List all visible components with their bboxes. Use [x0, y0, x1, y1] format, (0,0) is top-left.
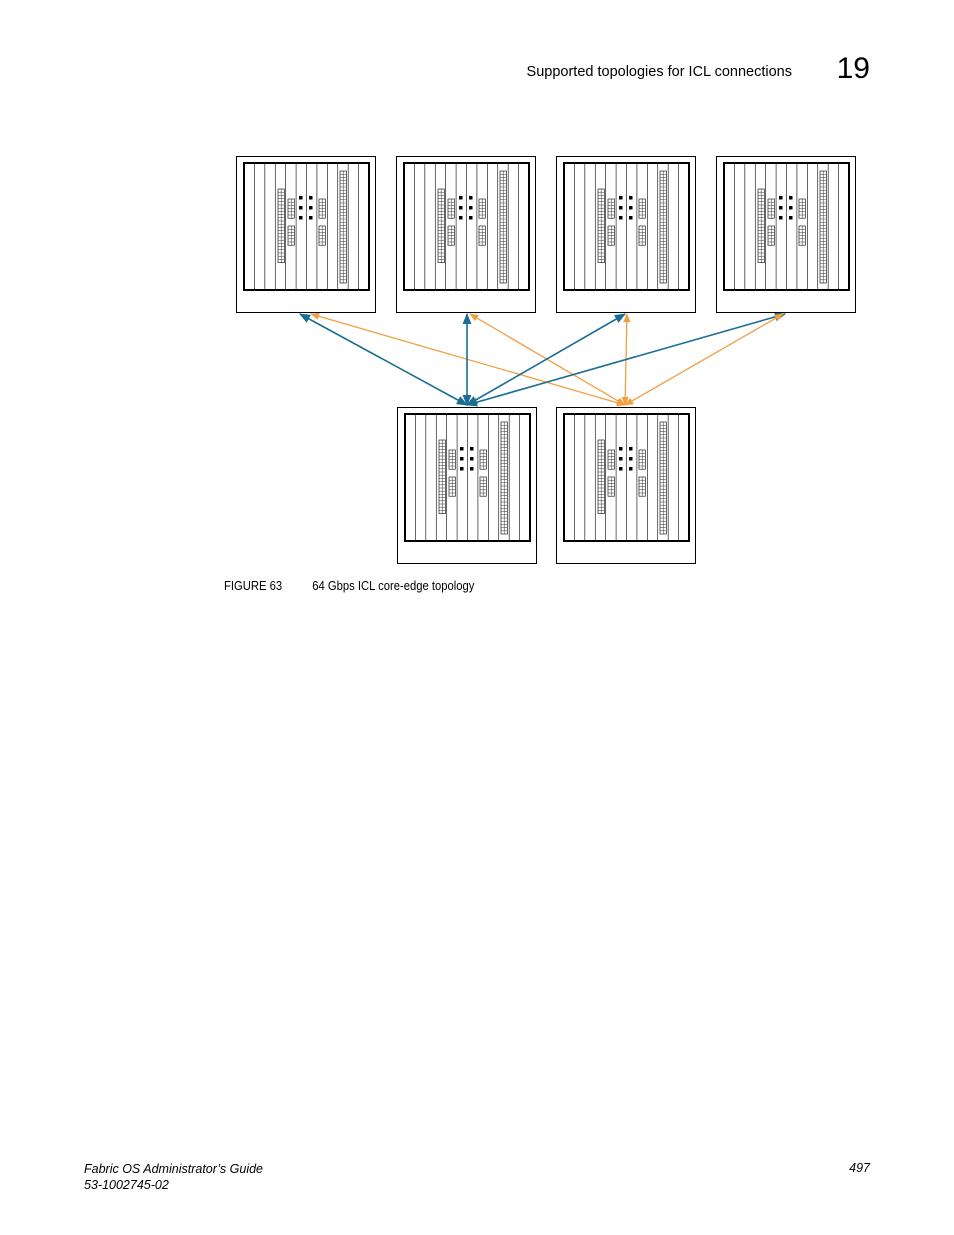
doc-title: Fabric OS Administrator’s Guide: [84, 1162, 263, 1176]
icl-link-edge-4-core-1: [465, 312, 787, 407]
icl-link-edge-4-core-2: [624, 313, 784, 406]
blade-slots: [734, 163, 839, 290]
doc-id: 53-1002745-02: [84, 1178, 169, 1192]
chassis-core-2: [556, 407, 696, 564]
chassis-edge-2: [396, 156, 536, 313]
chassis-edge-3: [556, 156, 696, 313]
icl-link-edge-1-core-1: [299, 313, 468, 406]
chassis-core-1: [397, 407, 537, 564]
port-groups: [597, 170, 667, 284]
port-groups: [597, 421, 667, 535]
icl-link-edge-1-core-2: [310, 312, 626, 407]
port-groups: [757, 170, 827, 284]
chapter-number: 19: [836, 52, 870, 85]
figure-caption: FIGURE 63 64 Gbps ICL core-edge topology: [224, 579, 474, 593]
blade-slots: [574, 414, 679, 541]
icl-links: [299, 312, 787, 407]
chassis-edge-1: [236, 156, 376, 313]
page-footer: Fabric OS Administrator’s Guide 53-10027…: [84, 1161, 263, 1193]
port-groups: [438, 421, 508, 535]
blade-slots: [574, 163, 679, 290]
figure-label: FIGURE 63: [224, 579, 283, 593]
section-title: Supported topologies for ICL connections: [526, 64, 792, 80]
blade-slots: [254, 163, 359, 290]
chassis-nodes: [236, 156, 856, 564]
port-groups: [277, 170, 347, 284]
figure-caption-text: 64 Gbps ICL core-edge topology: [312, 579, 475, 593]
blade-slots: [414, 163, 519, 290]
chassis-edge-4: [716, 156, 856, 313]
port-groups: [437, 170, 507, 284]
blade-slots: [415, 414, 520, 541]
page-number: 497: [849, 1161, 870, 1175]
